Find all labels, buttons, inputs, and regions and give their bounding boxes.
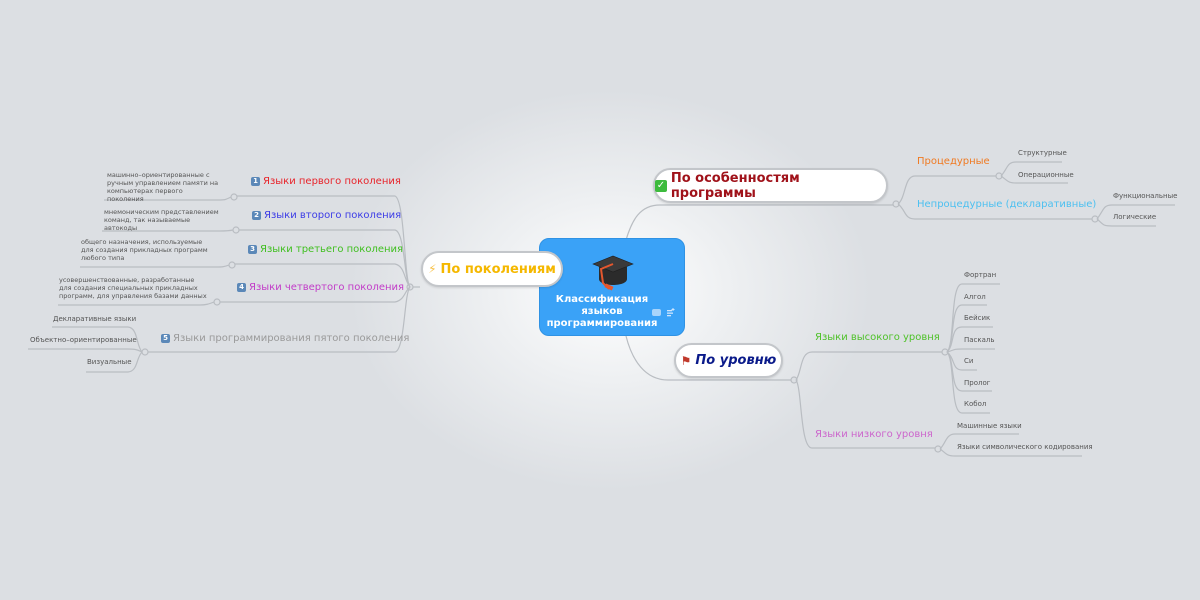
leaf-structural[interactable]: Структурные [1018,149,1067,157]
subtopic-label: Языки первого поколения [263,176,401,187]
topic-label: По уровню [695,353,777,368]
subtopic-high-level[interactable]: Языки высокого уровня [815,332,940,343]
lightning-icon: ⚡ [428,262,437,276]
leaf-declarative[interactable]: Декларативные языки [53,315,137,323]
central-title: Классификация языков программирования [546,294,658,330]
number-badge-icon: 5 [161,334,170,343]
central-title-line: Классификация [555,294,649,305]
leaf-symbolic-coding[interactable]: Языки символического кодирования [957,443,1093,451]
number-badge-icon: 4 [237,283,246,292]
leaf-fortran[interactable]: Фортран [964,271,997,279]
central-title-line: программирования [546,318,658,329]
leaf-logical[interactable]: Логические [1113,213,1157,221]
subtopic-label: Языки второго поколения [264,210,402,221]
central-title-line: языков [581,306,623,317]
leaf-pascal[interactable]: Паскаль [964,336,995,344]
number-badge-icon: 1 [251,177,260,186]
leaf-operational[interactable]: Операционные [1018,171,1074,179]
topic-by-program-features[interactable]: ✓ По особенностям программы [653,168,888,203]
topic-by-level[interactable]: ⚑ По уровню [674,343,783,378]
topic-by-generations[interactable]: ⚡ По поколениям [421,251,563,287]
image-icon[interactable] [652,309,661,316]
subtopic-label: Языки программирования пятого поколения [173,333,410,344]
checkbox-checked-icon: ✓ [655,179,667,192]
number-badge-icon: 2 [252,211,261,220]
leaf-object-oriented[interactable]: Объектно–ориентированные [30,336,137,344]
leaf-prolog[interactable]: Пролог [964,379,991,387]
subtopic-label: Языки четвертого поколения [249,282,405,293]
subtopic-procedural[interactable]: Процедурные [917,156,990,167]
subtopic-nonprocedural[interactable]: Непроцедурные (декларативные) [917,199,1097,210]
leaf-machine-languages[interactable]: Машинные языки [957,422,1022,430]
number-badge-icon: 3 [248,245,257,254]
central-topic[interactable]: Классификация языков программирования [539,238,685,336]
leaf-visual[interactable]: Визуальные [87,358,132,366]
subtopic-low-level[interactable]: Языки низкого уровня [815,429,933,440]
note-gen-4[interactable]: усовершенствованные, разработанные для с… [59,276,207,300]
topic-label: По особенностям программы [670,170,800,201]
note-gen-3[interactable]: общего назначения, используемые для созд… [81,238,208,262]
leaf-functional[interactable]: Функциональные [1113,192,1178,200]
note-gen-1[interactable]: машинно–ориентированные с ручным управле… [107,171,219,203]
notes-icon[interactable] [667,308,675,317]
subtopic-label: Языки третьего поколения [260,244,404,255]
leaf-basic[interactable]: Бейсик [964,314,991,322]
flag-icon: ⚑ [680,353,692,368]
leaf-algol[interactable]: Алгол [964,293,986,301]
topic-label: По поколениям [440,261,556,277]
leaf-c[interactable]: Си [964,357,974,365]
leaf-cobol[interactable]: Кобол [964,400,987,408]
note-gen-2[interactable]: мнемоническим представлением команд, так… [104,208,219,232]
graduation-cap-icon [592,255,634,291]
